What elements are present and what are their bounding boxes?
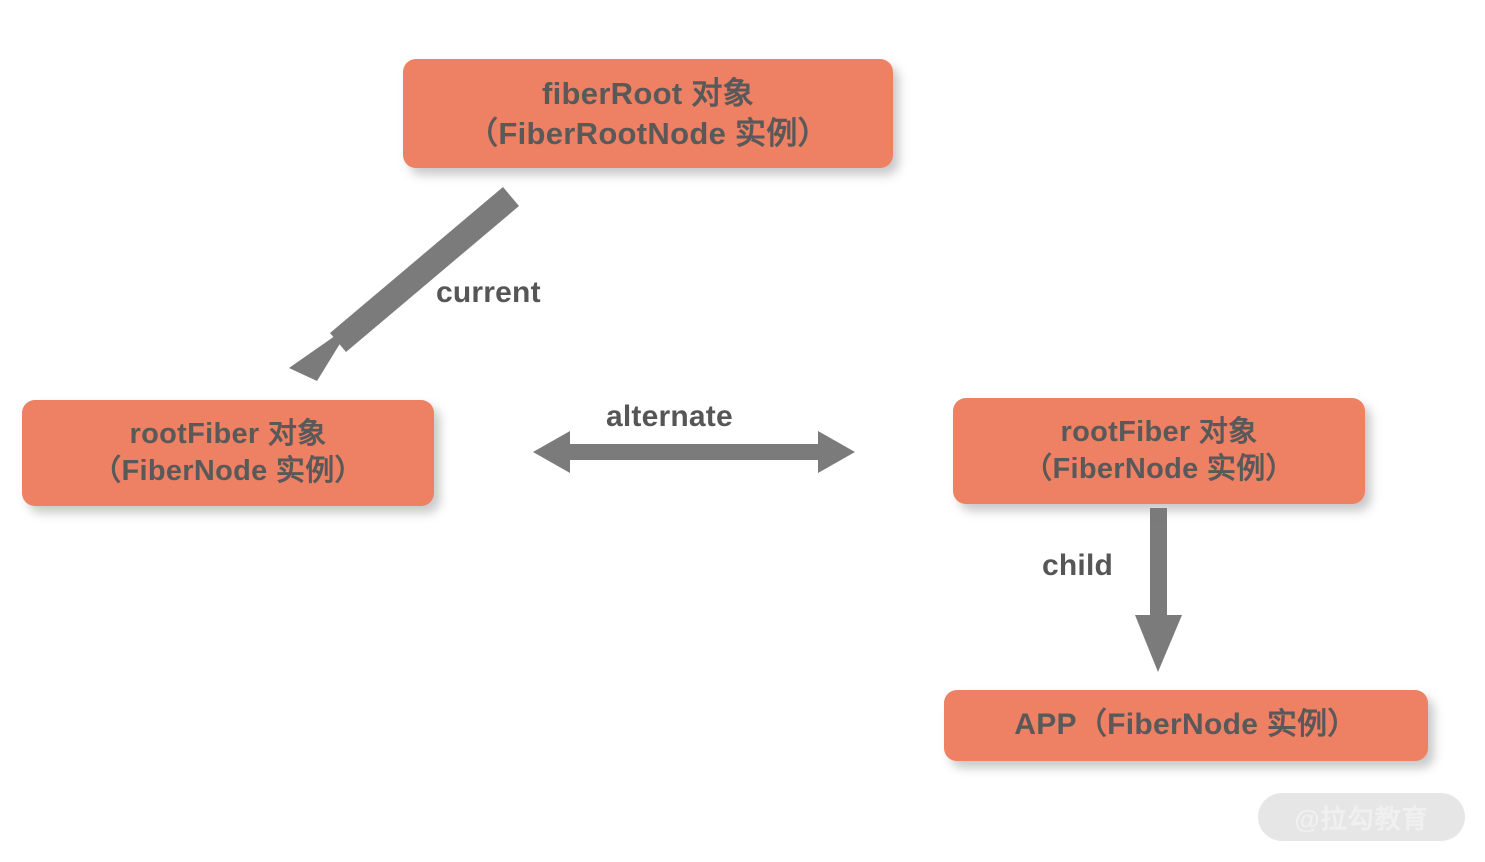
watermark-badge: @拉勾教育 — [1258, 793, 1465, 841]
node-app[interactable]: APP（FiberNode 实例） — [944, 690, 1428, 761]
node-root-fiber-workinprogress-line2: （FiberNode 实例） — [1023, 453, 1295, 485]
edge-label-alternate: alternate — [606, 400, 733, 433]
node-app-line1: APP（FiberNode 实例） — [1014, 708, 1358, 742]
edge-label-child: child — [1042, 549, 1114, 582]
arrow-child — [1135, 508, 1182, 672]
node-root-fiber-current-line2: （FiberNode 实例） — [92, 455, 364, 487]
node-root-fiber-current[interactable]: rootFiber 对象 （FiberNode 实例） — [22, 400, 434, 506]
arrow-alternate — [533, 431, 855, 473]
node-fiber-root-line2: （FiberRootNode 实例） — [467, 115, 829, 151]
node-root-fiber-current-line1: rootFiber 对象 — [129, 417, 327, 450]
node-fiber-root[interactable]: fiberRoot 对象 （FiberRootNode 实例） — [403, 59, 893, 168]
node-root-fiber-workinprogress[interactable]: rootFiber 对象 （FiberNode 实例） — [953, 398, 1365, 504]
watermark-text: @拉勾教育 — [1294, 803, 1429, 834]
node-fiber-root-line1: fiberRoot 对象 — [542, 75, 754, 111]
node-root-fiber-workinprogress-line1: rootFiber 对象 — [1060, 415, 1258, 448]
edge-label-current: current — [436, 276, 541, 309]
